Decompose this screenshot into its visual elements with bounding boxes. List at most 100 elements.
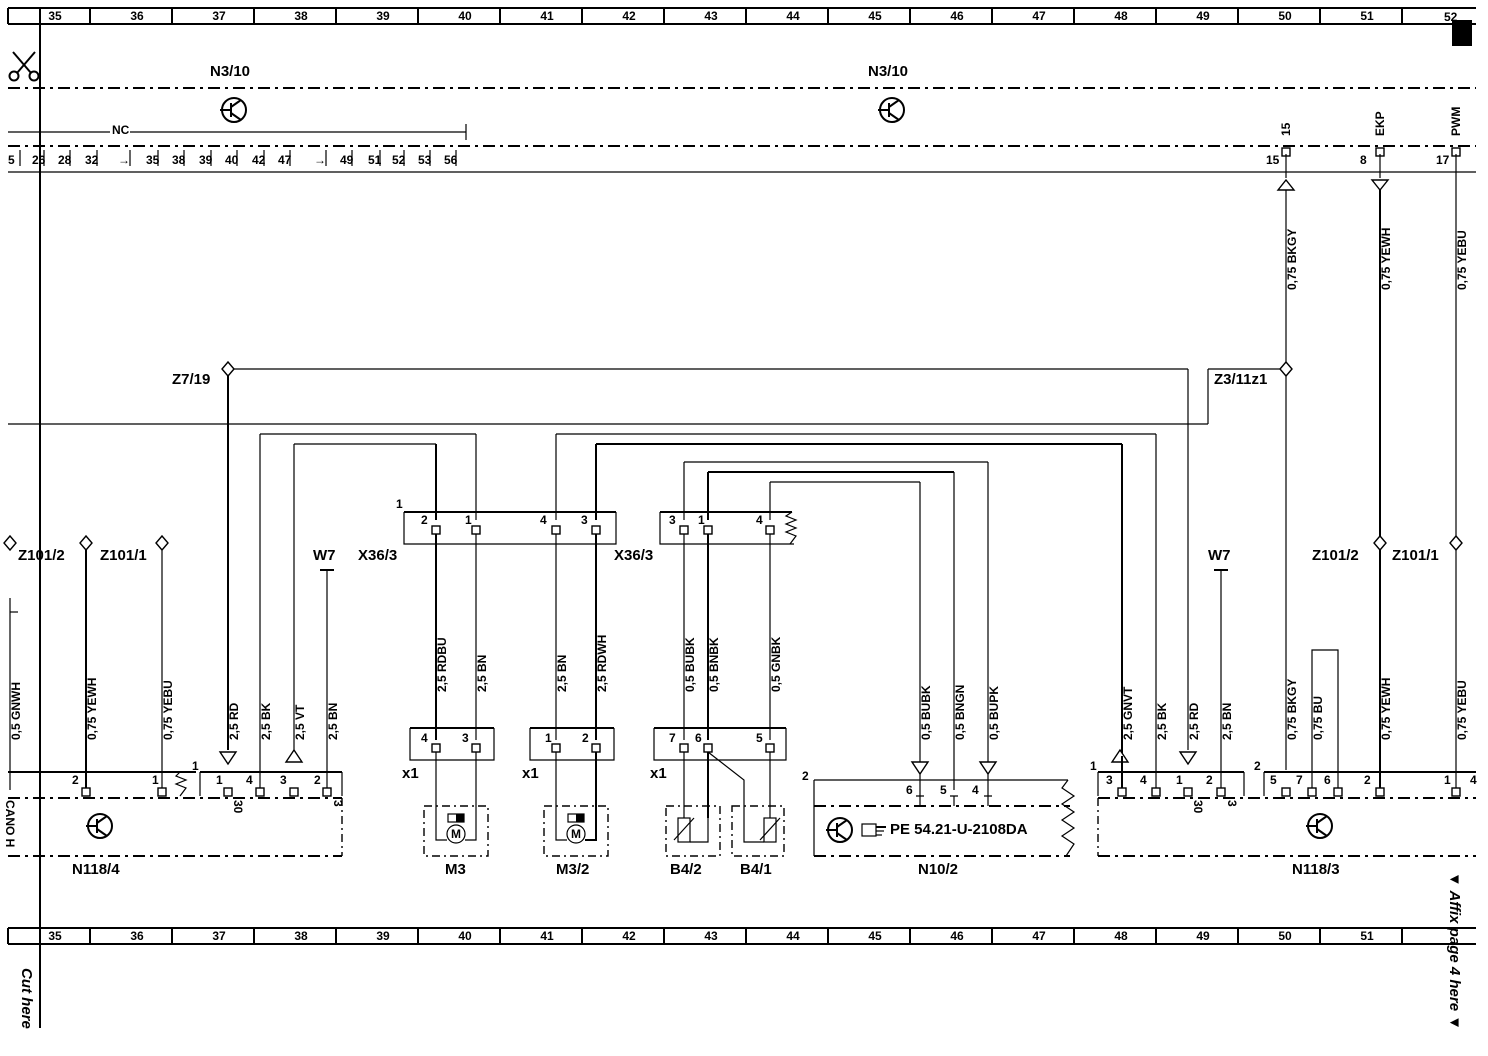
svg-text:3: 3	[462, 731, 469, 745]
svg-text:2,5 BK: 2,5 BK	[1155, 702, 1169, 740]
n10-2-module: 0,5 BUBK 0,5 BNGN 0,5 BUPK 2 6 5 4	[802, 685, 1076, 878]
x36-down-wires: 2,5 RDBU 2,5 BN 2,5 BN 2,5 RDWH 0,5 BUBK…	[435, 534, 783, 740]
svg-text:2: 2	[582, 731, 589, 745]
svg-text:2,5 GNVT: 2,5 GNVT	[1121, 686, 1135, 740]
bottom-grid-col: 45	[868, 929, 882, 943]
bottom-grid-col: 43	[704, 929, 718, 943]
svg-text:CANO H: CANO H	[3, 800, 17, 847]
n3-right-pin-name: 15	[1279, 122, 1293, 136]
n10-2-reference: PE 54.21-U-2108DA	[890, 821, 1028, 838]
svg-text:2,5 RDBU: 2,5 RDBU	[435, 637, 449, 692]
svg-text:0,75 YEWH: 0,75 YEWH	[1379, 228, 1393, 290]
svg-text:2: 2	[421, 513, 428, 527]
bottom-grid-col: 44	[786, 929, 800, 943]
svg-text:N118/4: N118/4	[72, 861, 120, 878]
svg-text:3: 3	[1106, 773, 1113, 787]
svg-text:1: 1	[1444, 773, 1451, 787]
svg-text:3: 3	[280, 773, 287, 787]
svg-text:0,5 BNGN: 0,5 BNGN	[953, 685, 967, 740]
bus-pin-number: 38	[172, 153, 186, 167]
svg-text:1: 1	[465, 513, 472, 527]
n3-right-pin-name: EKP	[1373, 111, 1387, 136]
svg-text:W7: W7	[1208, 547, 1231, 564]
transistor-icon	[86, 813, 113, 839]
svg-text:0,5 BUBK: 0,5 BUBK	[683, 637, 697, 692]
top-grid-col: 40	[458, 9, 472, 23]
svg-text:2,5 RDWH: 2,5 RDWH	[595, 635, 609, 692]
top-grid-col: 37	[212, 9, 226, 23]
svg-text:0,75 YEWH: 0,75 YEWH	[85, 678, 99, 740]
n3-right-pin-number: 8	[1360, 153, 1367, 167]
n118-3-module: 1 3 4 1 2 30 3 2 5 7 6 2 1 4 N118/3	[1090, 759, 1477, 878]
svg-text:0,75 YEBU: 0,75 YEBU	[1455, 680, 1469, 740]
top-grid-col: 39	[376, 9, 390, 23]
svg-text:0,5 BUPK: 0,5 BUPK	[987, 686, 1001, 740]
svg-text:4: 4	[246, 773, 253, 787]
bus-pin-number: 5	[8, 153, 15, 167]
svg-text:4: 4	[1470, 773, 1477, 787]
sensor-icon	[763, 817, 777, 843]
top-grid-col: 42	[622, 9, 636, 23]
svg-text:5: 5	[940, 783, 947, 797]
svg-text:1: 1	[545, 731, 552, 745]
scissors-icon	[8, 51, 40, 82]
affix-page-text: ▼ Affix page 4 here ▼	[1446, 872, 1463, 1030]
svg-text:Z101/2: Z101/2	[18, 547, 65, 564]
motor-icon	[446, 824, 466, 844]
z3-11z1-splice: Z3/11z1	[8, 360, 1293, 425]
m3-motor: 4 3 x1 M M3	[402, 727, 495, 878]
n3-right-pin-number: 17	[1436, 153, 1450, 167]
top-grid-col: 41	[540, 9, 554, 23]
svg-text:0,75 BU: 0,75 BU	[1311, 696, 1325, 740]
svg-text:6: 6	[1324, 773, 1331, 787]
top-grid-col: 47	[1032, 9, 1046, 23]
svg-text:1: 1	[152, 773, 159, 787]
svg-text:2,5 BN: 2,5 BN	[1220, 703, 1234, 740]
nc-label: NC	[112, 123, 130, 137]
bus-pin-number: 52	[392, 153, 406, 167]
n3-10-label-left: N3/10	[210, 63, 250, 80]
bus-pin-number: 49	[340, 153, 354, 167]
mid-wire-routing	[259, 433, 1157, 790]
top-grid-col: 49	[1196, 9, 1210, 23]
bottom-grid-col: 42	[622, 929, 636, 943]
b4-sensors: 7 6 5 x1 B4/2 B4/1	[650, 727, 787, 878]
top-grid-col: 36	[130, 9, 144, 23]
pointing-hand-icon	[861, 823, 886, 837]
bottom-grid-col: 48	[1114, 929, 1128, 943]
svg-text:Z7/19: Z7/19	[172, 371, 210, 388]
top-grid-col: 51	[1360, 9, 1374, 23]
svg-text:2,5 BN: 2,5 BN	[326, 703, 340, 740]
bus-pin-number: 35	[146, 153, 160, 167]
svg-text:3: 3	[1225, 800, 1239, 807]
bottom-grid-col: 51	[1360, 929, 1374, 943]
bottom-grid-col: 35	[48, 929, 62, 943]
sensor-icon	[677, 817, 691, 843]
svg-text:4: 4	[1140, 773, 1147, 787]
svg-text:0,75 BKGY: 0,75 BKGY	[1285, 229, 1299, 290]
top-grid-col: 35	[48, 9, 62, 23]
svg-text:M: M	[451, 827, 461, 841]
svg-text:1: 1	[1090, 759, 1097, 773]
bottom-left-splices: Z101/2 Z101/1 W7 0,5 GNWH 0,75 YEWH 0,75…	[3, 534, 340, 790]
svg-text:30: 30	[231, 800, 245, 814]
svg-text:2,5 BN: 2,5 BN	[555, 655, 569, 692]
bottom-grid-col: 41	[540, 929, 554, 943]
n118-4-module: 2 1 1 1 4 3 2 30 3 CANO H N118/4	[3, 759, 345, 878]
bottom-grid-col: 47	[1032, 929, 1046, 943]
svg-text:0,75 BKGY: 0,75 BKGY	[1285, 679, 1299, 740]
top-grid-col: 46	[950, 9, 964, 23]
bottom-grid-col: 46	[950, 929, 964, 943]
svg-text:3: 3	[669, 513, 676, 527]
n3-10-label-right: N3/10	[868, 63, 908, 80]
bus-pin-number: 47	[278, 153, 292, 167]
bus-pin-number: 51	[368, 153, 382, 167]
bus-pin-number: 26	[32, 153, 46, 167]
bus-pin-number: 39	[199, 153, 213, 167]
corner-marker	[1452, 20, 1472, 46]
svg-text:7: 7	[1296, 773, 1303, 787]
top-grid-col: 43	[704, 9, 718, 23]
svg-text:30: 30	[1191, 800, 1205, 814]
